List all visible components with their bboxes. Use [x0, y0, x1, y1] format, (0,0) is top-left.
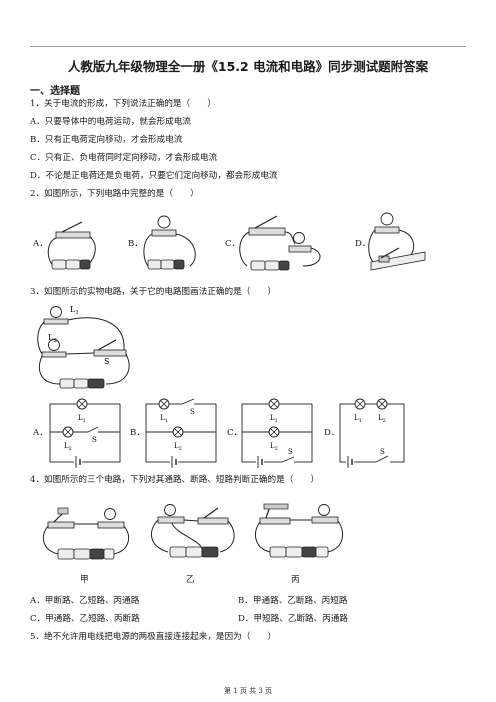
q4-stem: 4．如图所示的三个电路，下列对其通路、断路、短路判断正确的是（ ） [30, 475, 320, 485]
header-rule [30, 46, 466, 47]
q2-figure-d [368, 212, 426, 271]
q2-label-d: D． [355, 239, 371, 249]
q1-option-c: C．只有正、负电荷同时定向移动，才会形成电流 [30, 153, 218, 163]
svg-text:S: S [190, 408, 195, 416]
q3-diagram-b: L1 S L2 [145, 398, 217, 468]
svg-text:L2: L2 [378, 414, 386, 424]
svg-text:L2: L2 [270, 442, 278, 452]
svg-text:L1: L1 [78, 414, 86, 424]
q4-option-d: D．甲短路、乙断路、丙通路 [238, 614, 349, 624]
q3-physical-circuit: L1 L2 S [37, 305, 130, 389]
svg-text:S: S [380, 448, 385, 456]
q4-option-c: C．甲通路、乙短路、丙断路 [30, 614, 140, 624]
q1-option-b: B．只有正电荷定向移动，才会形成电流 [30, 135, 183, 145]
q4-option-b: B．甲通路、乙断路、丙短路 [238, 596, 348, 606]
q1-option-d: D．不论是正电荷还是负电荷，只要它们定向移动，都会形成电流 [30, 171, 278, 181]
section-heading: 一、选择题 [30, 86, 80, 97]
q2-figure-b [143, 215, 196, 270]
page-footer: 第 1 页 共 3 页 [223, 687, 273, 695]
q3-stem: 3．如图所示的实物电路，关于它的电路图画法正确的是（ ） [30, 287, 277, 297]
q2-label-c: C． [225, 239, 241, 249]
q4-caption-jia: 甲 [80, 575, 89, 585]
svg-text:L1: L1 [354, 414, 362, 424]
svg-text:L2: L2 [174, 442, 182, 452]
q2-stem: 2．如图所示，下列电路中完整的是（ ） [30, 189, 199, 199]
q3-diagram-d: L1 L2 S [339, 398, 405, 468]
q4-caption-bing: 丙 [291, 575, 300, 585]
q1-stem: 1．关于电流的形成，下列说法正确的是（ ） [30, 99, 216, 109]
q3-label-b: B． [130, 428, 145, 438]
svg-text:L2: L2 [48, 333, 57, 344]
q4-figure-yi [150, 504, 235, 558]
q2-figure-a [47, 221, 96, 270]
svg-text:S: S [288, 448, 293, 456]
svg-text:L1: L1 [160, 414, 168, 424]
q2-label-a: A． [33, 239, 48, 249]
q4-caption-yi: 乙 [186, 575, 195, 585]
q3-label-c: C． [227, 428, 243, 438]
q4-figure-bing [254, 503, 344, 558]
q5-stem: 5．绝不允许用电线把电源的两极直接连接起来，是因为（ ） [30, 632, 277, 642]
svg-text:L1: L1 [70, 305, 79, 316]
q1-option-a: A．只要导体中的电荷运动，就会形成电流 [30, 117, 191, 127]
svg-text:S: S [92, 436, 97, 444]
q3-label-d: D． [324, 428, 340, 438]
q3-diagram-c: L1 L2 S [241, 398, 313, 468]
q4-option-a: A．甲断路、乙短路、丙通路 [30, 596, 140, 606]
svg-text:L1: L1 [270, 414, 278, 424]
document-title: 人教版九年级物理全一册《15.2 电流和电路》同步测试题附答案 [67, 59, 429, 74]
svg-text:L2: L2 [64, 442, 72, 452]
q3-diagram-a: L1 L2 S [49, 398, 121, 468]
q4-figure-jia [42, 507, 130, 560]
q2-figure-c [239, 215, 321, 271]
q2-label-b: B． [128, 239, 143, 249]
svg-text:S: S [104, 357, 109, 366]
q3-label-a: A． [33, 428, 48, 438]
